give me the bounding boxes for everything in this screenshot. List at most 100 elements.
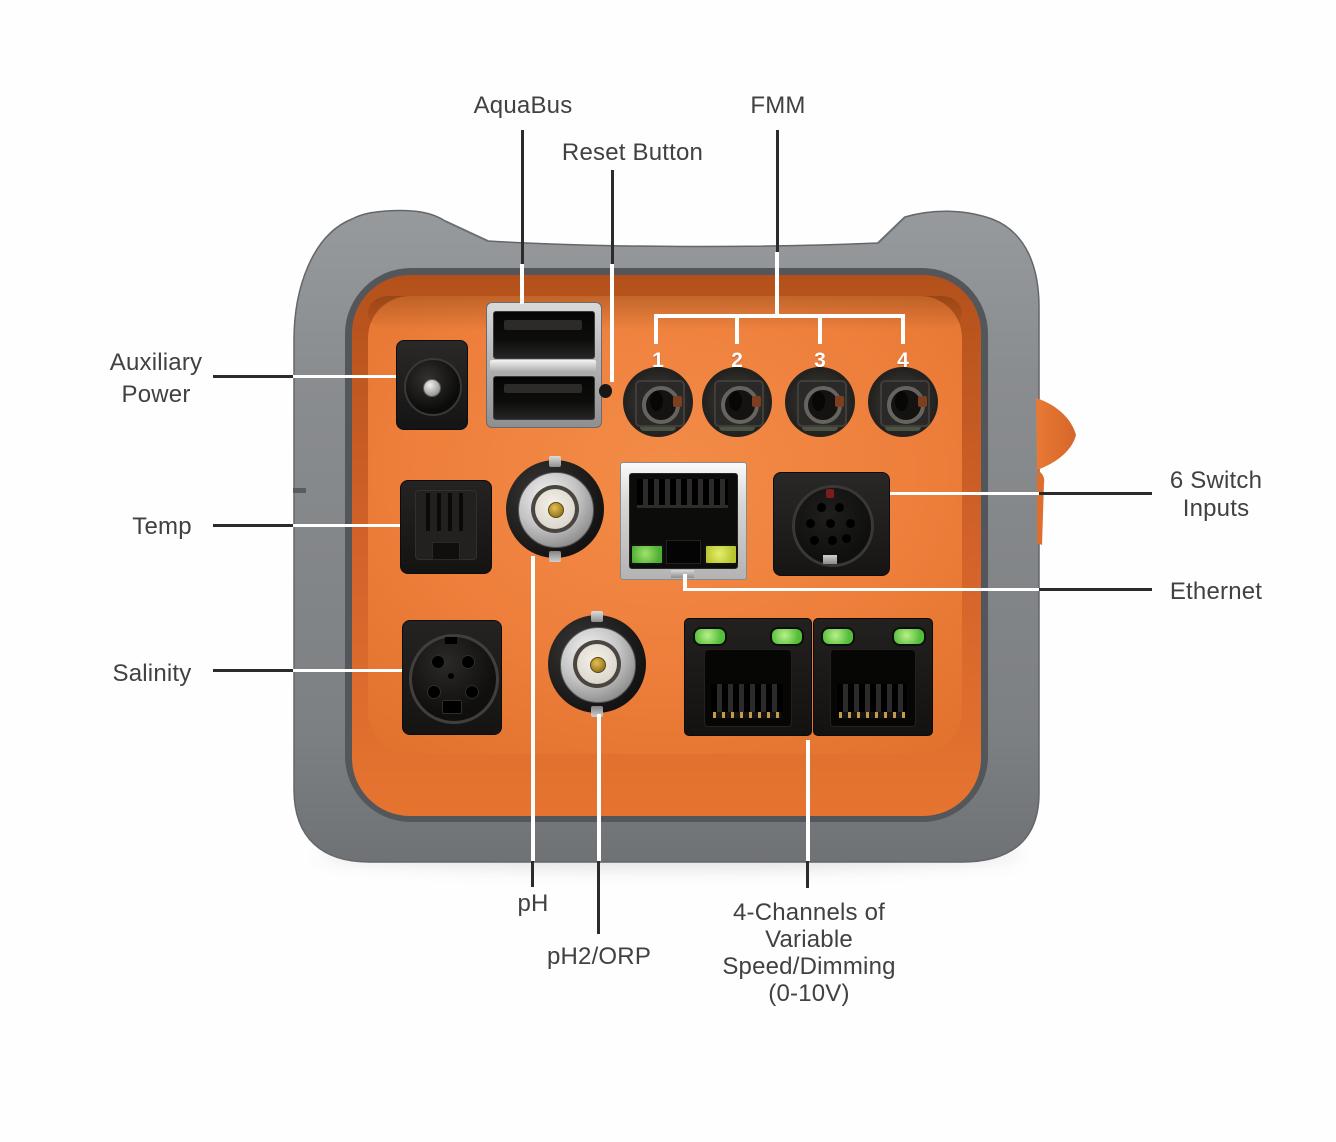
leader-aquabus-white bbox=[520, 264, 524, 304]
fmm-jack-nub bbox=[673, 396, 682, 407]
label-channels: 4-Channels of Variable Speed/Dimming (0-… bbox=[689, 899, 929, 1007]
leader-fmm-white bbox=[775, 252, 779, 316]
usb-slot-top bbox=[493, 311, 595, 359]
label-switch-line2: Inputs bbox=[1182, 495, 1250, 522]
label-switch-inputs: 6 Switch Inputs bbox=[1136, 467, 1296, 523]
port-ph-bnc bbox=[506, 456, 604, 562]
switch-pin-hole bbox=[826, 519, 835, 528]
label-ethernet-text: Ethernet bbox=[1169, 578, 1263, 605]
leader-salinity-white bbox=[293, 669, 402, 672]
label-auxiliary-line2: Power bbox=[121, 381, 191, 408]
fmm-bracket-stub-1 bbox=[654, 314, 658, 344]
leader-ph-white bbox=[531, 556, 535, 861]
label-temp-text: Temp bbox=[132, 513, 192, 540]
label-auxiliary-power: Auxiliary Power bbox=[76, 347, 236, 411]
rj45-comb bbox=[711, 684, 783, 714]
leader-fmm bbox=[776, 130, 779, 252]
leader-ph2-white bbox=[597, 714, 601, 861]
label-fmm: FMM bbox=[718, 90, 838, 121]
fmm-jack-nub bbox=[835, 396, 844, 407]
label-channels-line1: 4-Channels of bbox=[732, 899, 886, 926]
bnc-lug-top bbox=[591, 611, 603, 622]
port-fmm-4 bbox=[868, 367, 938, 437]
fmm-port-number-1: 1 bbox=[652, 349, 664, 372]
rj45-led-left bbox=[693, 627, 727, 646]
salinity-key-slot bbox=[442, 700, 462, 714]
left-seam-notch bbox=[293, 488, 306, 493]
label-ph: pH bbox=[483, 888, 583, 919]
label-salinity: Salinity bbox=[72, 658, 232, 689]
leader-switch-inputs bbox=[1039, 492, 1152, 495]
label-ph-text: pH bbox=[517, 890, 549, 917]
leader-channels bbox=[806, 861, 809, 888]
switch-pin-hole bbox=[846, 519, 855, 528]
salinity-top-notch bbox=[445, 637, 457, 644]
rj45-led-right bbox=[770, 627, 804, 646]
label-reset-button: Reset Button bbox=[540, 137, 725, 168]
label-aquabus: AquaBus bbox=[450, 90, 596, 121]
switch-pin-hole bbox=[817, 503, 826, 512]
fmm-bracket bbox=[656, 314, 905, 318]
switch-pin-hole bbox=[806, 519, 815, 528]
fmm-port-number-4: 4 bbox=[897, 349, 909, 372]
label-switch-line1: 6 Switch bbox=[1169, 467, 1263, 494]
salinity-pin-hole bbox=[461, 655, 475, 669]
salinity-center-pin bbox=[448, 673, 454, 679]
temp-pin-slot bbox=[426, 493, 430, 531]
leader-ph2 bbox=[597, 861, 600, 934]
leader-switch-inputs-white bbox=[890, 492, 1039, 495]
fmm-port-number-3: 3 bbox=[814, 349, 826, 372]
usb-mid-band bbox=[490, 360, 596, 373]
port-auxiliary-power bbox=[396, 340, 468, 430]
port-ph2-orp-bnc bbox=[548, 611, 646, 717]
fmm-port-number-2: 2 bbox=[731, 349, 743, 372]
fmm-bracket-stub-2 bbox=[735, 314, 739, 344]
port-temp-rj11 bbox=[400, 480, 492, 574]
switch-key-marker bbox=[826, 489, 834, 498]
face-top-shadow bbox=[368, 296, 962, 330]
leader-ethernet-white bbox=[683, 588, 1039, 591]
bnc-center-pin bbox=[590, 657, 606, 673]
port-aquabus-usb bbox=[486, 302, 602, 428]
salinity-pin-hole bbox=[431, 655, 445, 669]
leader-reset bbox=[611, 170, 614, 264]
switch-metal-notch bbox=[823, 555, 837, 564]
leader-aquabus bbox=[521, 130, 524, 264]
label-channels-line3: Speed/Dimming bbox=[722, 953, 896, 980]
label-ph2-orp: pH2/ORP bbox=[519, 941, 679, 972]
leader-ethernet-stub bbox=[683, 574, 687, 591]
label-temp: Temp bbox=[82, 511, 242, 542]
label-ethernet: Ethernet bbox=[1136, 576, 1296, 607]
usb-tongue-top bbox=[504, 320, 582, 330]
fmm-jack-slot bbox=[729, 391, 742, 411]
usb-slot-bottom bbox=[493, 376, 595, 420]
leader-auxiliary-power bbox=[213, 375, 293, 378]
port-switch-din8 bbox=[773, 472, 890, 576]
leader-ethernet bbox=[1039, 588, 1152, 591]
rj45-led-left bbox=[821, 627, 855, 646]
switch-pin-hole bbox=[842, 534, 851, 543]
ethernet-clip-slot bbox=[666, 540, 701, 564]
fmm-jack-nub bbox=[752, 396, 761, 407]
ethernet-led-left bbox=[630, 544, 664, 565]
aux-power-pin bbox=[423, 379, 441, 397]
leader-auxiliary-power-white bbox=[293, 375, 396, 378]
label-ph2-orp-text: pH2/ORP bbox=[546, 943, 652, 970]
temp-clip-notch bbox=[432, 542, 460, 560]
label-aquabus-text: AquaBus bbox=[473, 92, 573, 119]
ethernet-bottom-tab bbox=[671, 570, 694, 578]
port-vspeed-rj45-1 bbox=[684, 618, 812, 736]
temp-pin-slot bbox=[437, 493, 441, 531]
right-orange-tab bbox=[1036, 398, 1076, 470]
leader-temp-white bbox=[293, 524, 400, 527]
temp-pin-slot bbox=[459, 493, 463, 531]
port-salinity-din bbox=[402, 620, 502, 735]
port-fmm-2 bbox=[702, 367, 772, 437]
leader-temp bbox=[213, 524, 293, 527]
fmm-pcb bbox=[885, 423, 921, 431]
label-reset-button-text: Reset Button bbox=[561, 139, 704, 166]
ear-bevel-left bbox=[444, 220, 489, 242]
switch-pin-hole bbox=[828, 536, 837, 545]
ear-bevel-right bbox=[877, 216, 906, 244]
